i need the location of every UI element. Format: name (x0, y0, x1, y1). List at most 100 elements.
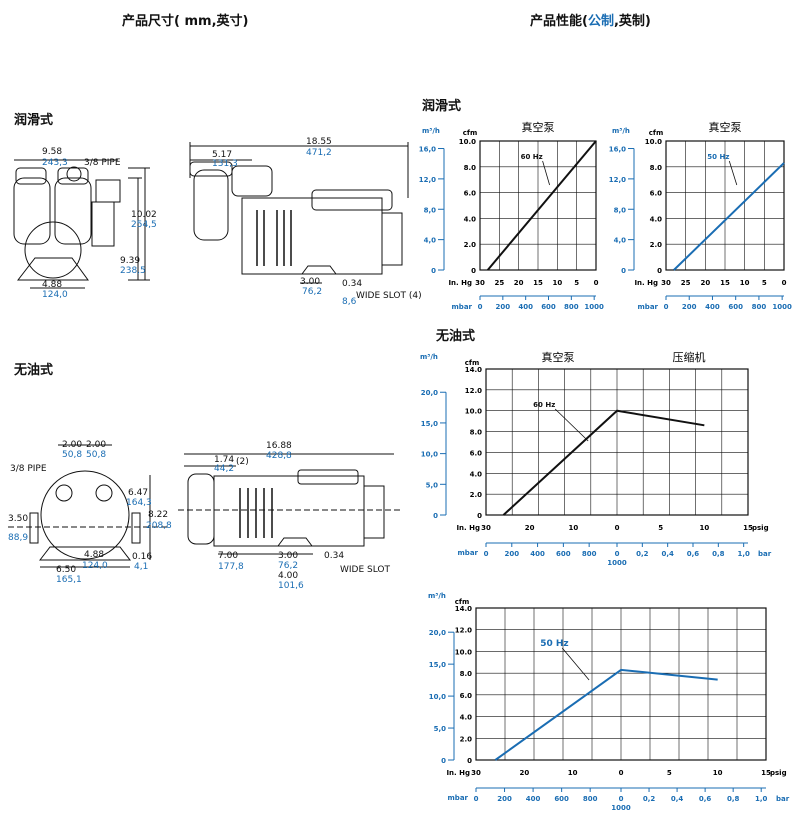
d4-b-mm: 76,2 (278, 561, 298, 571)
d3-d1-in: 2.00 (62, 440, 82, 450)
x-tick-label: 20 (514, 279, 524, 287)
x2-tick-label: 400 (705, 303, 720, 311)
x2-tick-label: 600 (728, 303, 743, 311)
series-line (494, 668, 718, 761)
d2-s1-in: 3.00 (300, 277, 320, 287)
y2-tick-label: 20,0 (429, 629, 446, 637)
d1-base-mm: 124,0 (42, 290, 68, 300)
y-tick-label: 6.0 (460, 692, 473, 700)
y-tick-label: 0 (471, 267, 476, 275)
x-tick-label: 5 (667, 769, 672, 777)
y-tick-label: 2.0 (650, 241, 663, 249)
x-tick-label: 0 (615, 524, 620, 532)
y-tick-label: 4.0 (470, 470, 483, 478)
x-tick-label: 25 (494, 279, 504, 287)
x-tick-label: 10 (713, 769, 723, 777)
d4-c-mm: 101,6 (278, 581, 304, 591)
d2-total-mm: 471,2 (306, 148, 332, 158)
d1-h1-in: 10.02 (131, 210, 157, 220)
x2-tick-label: 0 (478, 303, 483, 311)
y2-tick-label: 0 (621, 267, 626, 275)
y-axis-unit: cfm (463, 129, 478, 137)
x2-tick-label: 0,6 (699, 795, 712, 803)
d1-h2-in: 9.39 (120, 256, 140, 266)
d2-left-in: 5.17 (212, 150, 232, 160)
d4-a-in: 7.00 (218, 551, 238, 561)
x-tick-label: 0 (619, 769, 624, 777)
x-tick-label: 5 (574, 279, 579, 287)
y-tick-label: 12.0 (465, 387, 482, 395)
x2-tick-label: 400 (526, 795, 541, 803)
d4-a-mm: 177,8 (218, 562, 244, 572)
d3-b1-in: 4.88 (84, 550, 104, 560)
oilfree-section-label: 无油式 (14, 363, 54, 378)
y2-tick-label: 16,0 (609, 146, 626, 154)
y-tick-label: 8.0 (470, 429, 483, 437)
d4-t-mm: 44,2 (214, 464, 234, 474)
x-tick-label: 30 (481, 524, 491, 532)
leader-line (561, 647, 590, 681)
d2-total-in: 18.55 (306, 137, 332, 147)
series-line (502, 409, 705, 516)
drawing-oilfree-side: 16.88 1.74 (2) 7.00 3.00 4.00 0.34 WIDE … (178, 441, 403, 591)
y2-tick-label: 5,0 (426, 481, 439, 489)
y-tick-label: 6.0 (470, 449, 483, 457)
x-tick-label: 15 (720, 279, 730, 287)
x2-axis-unit: mbar (452, 303, 473, 311)
d3-d1-mm: 50,8 (62, 450, 82, 460)
y-tick-label: 14.0 (465, 366, 482, 374)
y-tick-label: 2.0 (470, 491, 483, 499)
x2-tick-label: 200 (682, 303, 697, 311)
x2-tick-label: 0,4 (671, 795, 684, 803)
leader-line (728, 160, 738, 186)
y-tick-label: 8.0 (650, 164, 663, 172)
x2-axis-unit-2: bar (776, 795, 790, 803)
x2-tick-label: 800 (583, 795, 598, 803)
d4-c-in: 4.00 (278, 571, 298, 581)
d3-b1-mm: 124,0 (82, 561, 108, 571)
x2-extra-label: 1000 (611, 804, 631, 812)
y-tick-label: 0 (467, 757, 472, 765)
x-axis-unit: In. Hg (448, 279, 472, 287)
d3-h-mm: 164,3 (126, 498, 152, 508)
x-tick-label: 15 (743, 524, 753, 532)
y-tick-label: 0 (657, 267, 662, 275)
x2-tick-label: 600 (541, 303, 556, 311)
y-tick-label: 10.0 (459, 138, 476, 146)
series-label: 50 Hz (540, 639, 568, 649)
y-tick-label: 2.0 (464, 241, 477, 249)
chart-oilfree-50hz: m³/hcfm02.04.06.08.010.012.014.005,010,0… (428, 592, 790, 812)
d3-f-in: 0.16 (132, 552, 152, 562)
y2-tick-label: 0 (441, 757, 446, 765)
d3-b2-in: 6.50 (56, 565, 76, 575)
drawing-oilfree-front: 2.00 2.00 3/8 PIPE 6.47 8.22 3.50 4.88 6… (8, 440, 172, 585)
y-tick-label: 6.0 (464, 190, 477, 198)
y2-axis-unit: m³/h (428, 592, 446, 600)
x-tick-label: 10 (740, 279, 750, 287)
y-axis-unit: cfm (465, 359, 480, 367)
drawing-lubricated-side: 18.55 5.17 3.00 0.34 WIDE SLOT (4) 471,2… (189, 137, 422, 307)
chart-title: 真空泵 (709, 120, 742, 134)
x2-tick-label: 200 (504, 550, 519, 558)
y-tick-label: 4.0 (650, 215, 663, 223)
x-tick-label: 15 (533, 279, 543, 287)
y2-tick-label: 16,0 (419, 146, 436, 154)
y2-tick-label: 5,0 (434, 725, 447, 733)
d4-slot-label: WIDE SLOT (340, 565, 391, 575)
series-label: 60 Hz (521, 153, 543, 161)
x-tick-label: 10 (699, 524, 709, 532)
y2-tick-label: 0 (431, 267, 436, 275)
d3-pipe: 3/8 PIPE (10, 464, 47, 474)
leader-line (554, 408, 589, 442)
y2-tick-label: 15,0 (429, 661, 446, 669)
d1-h1-mm: 254,5 (131, 220, 157, 230)
y-tick-label: 4.0 (464, 215, 477, 223)
x2-tick-label: 600 (556, 550, 571, 558)
x-tick-label: 0 (782, 279, 787, 287)
x2-tick-label: 1000 (584, 303, 604, 311)
drawing-lubricated-front: 9.58 3/8 PIPE 10.02 9.39 4.88 243,3 254,… (13, 147, 157, 300)
x-tick-label: 5 (658, 524, 663, 532)
d3-h2-in: 8.22 (148, 510, 168, 520)
d1-h2-mm: 238,5 (120, 266, 146, 276)
x2-tick-label: 800 (752, 303, 767, 311)
